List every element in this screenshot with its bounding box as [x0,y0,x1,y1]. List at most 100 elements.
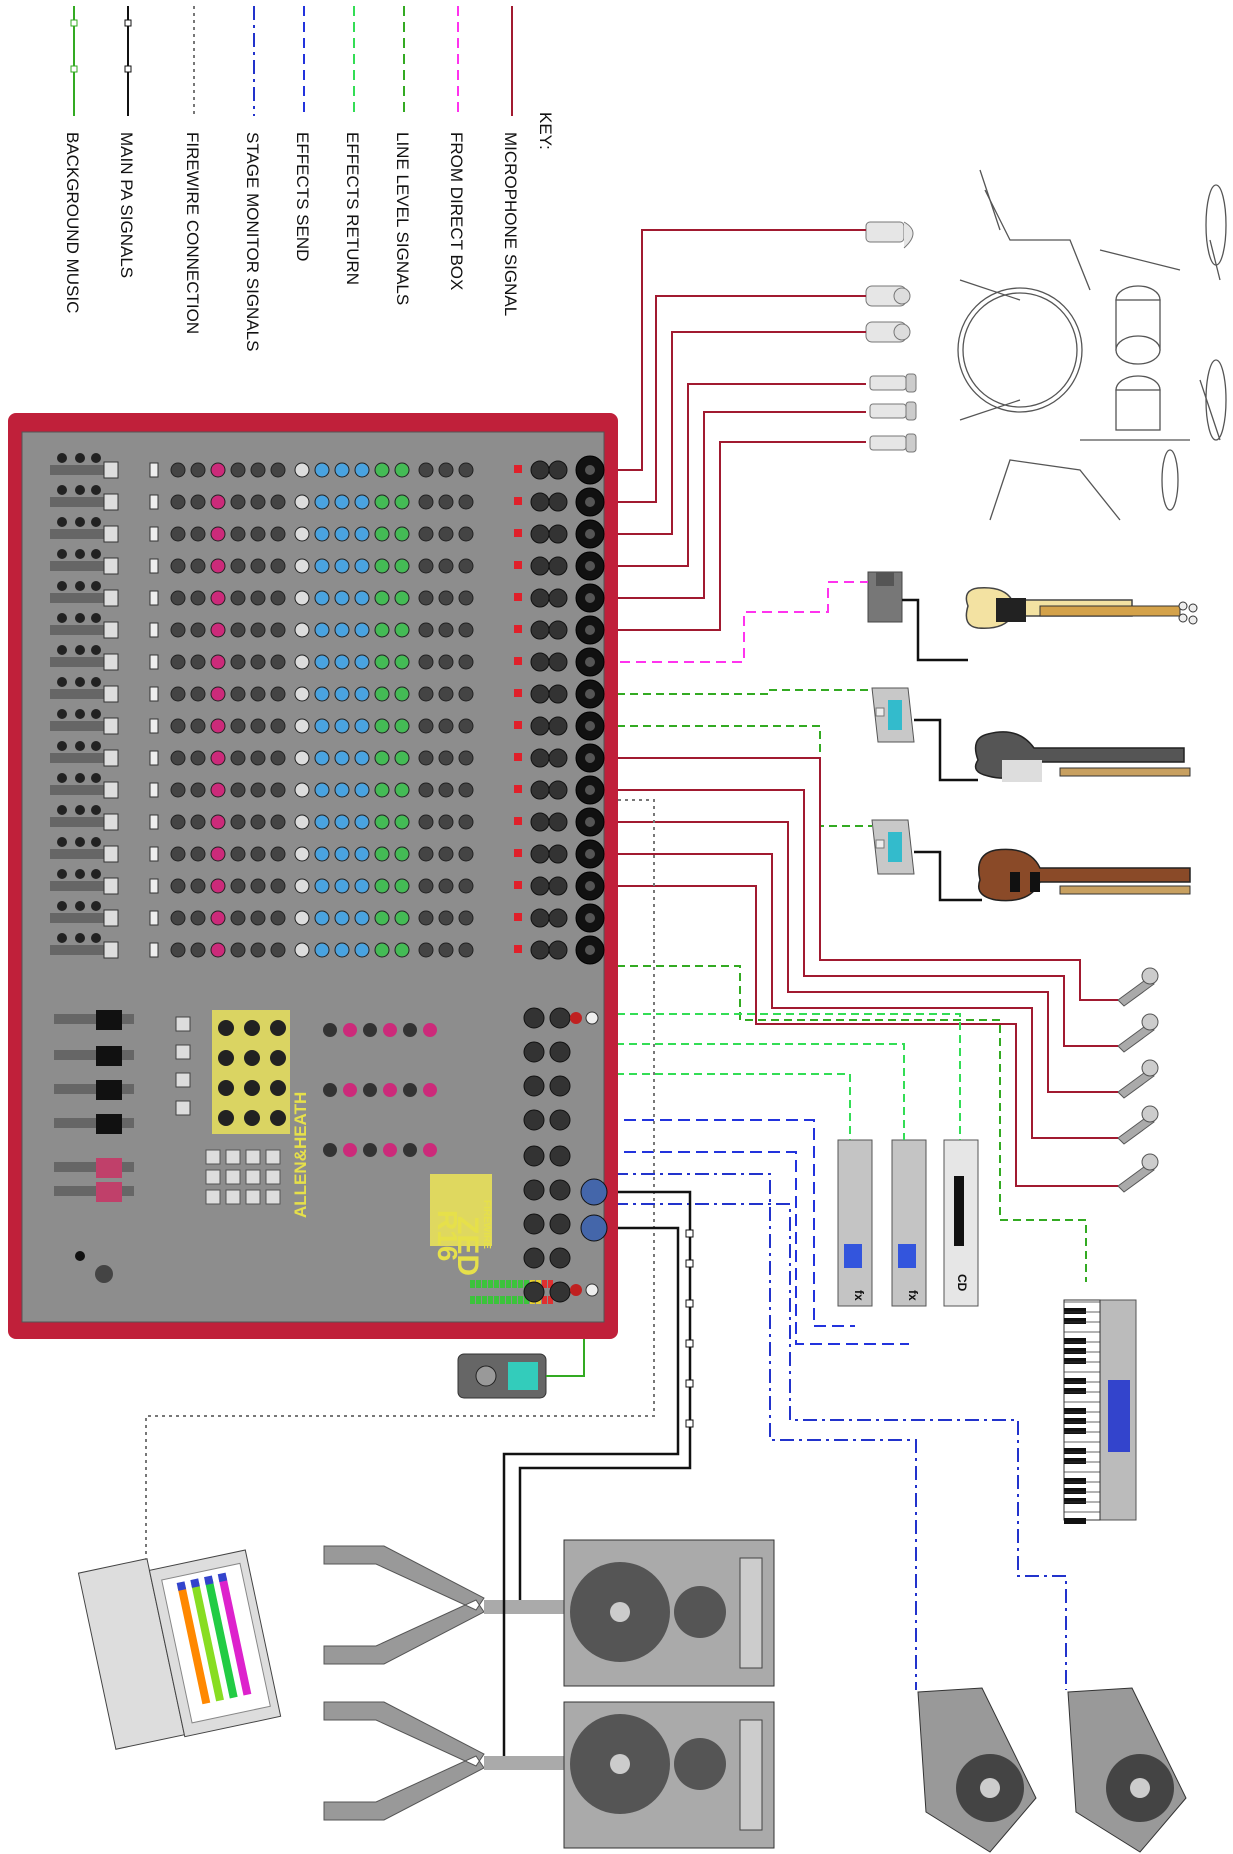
channel-knob[interactable] [459,655,473,669]
channel-knob[interactable] [231,911,245,925]
channel-knob[interactable] [231,783,245,797]
aux-knob[interactable] [323,1023,337,1037]
channel-knob[interactable] [419,879,433,893]
main-output-xlr[interactable] [581,1179,607,1205]
channel-knob[interactable] [375,847,389,861]
channel-button[interactable] [91,805,101,815]
mute-button[interactable] [150,751,158,765]
channel-knob[interactable] [231,527,245,541]
usb-port[interactable] [95,1265,113,1283]
channel-knob[interactable] [355,623,369,637]
line-input-jack[interactable] [531,589,549,607]
channel-knob[interactable] [251,463,265,477]
channel-button[interactable] [57,933,67,943]
channel-knob[interactable] [335,783,349,797]
mute-button[interactable] [150,911,158,925]
channel-knob[interactable] [271,495,285,509]
channel-knob[interactable] [315,911,329,925]
channel-knob[interactable] [355,879,369,893]
aux-knob[interactable] [383,1083,397,1097]
channel-knob[interactable] [375,495,389,509]
channel-knob[interactable] [231,623,245,637]
channel-knob[interactable] [459,527,473,541]
channel-fader[interactable] [104,494,118,510]
channel-fader[interactable] [104,462,118,478]
channel-knob[interactable] [295,783,309,797]
transport-button[interactable] [246,1150,260,1164]
channel-knob[interactable] [395,591,409,605]
aux-knob[interactable] [403,1023,417,1037]
channel-knob[interactable] [439,943,453,957]
channel-button[interactable] [75,517,85,527]
channel-knob[interactable] [439,783,453,797]
channel-knob[interactable] [375,783,389,797]
channel-knob[interactable] [295,847,309,861]
output-jack[interactable] [550,1042,570,1062]
rca-input[interactable] [586,1284,598,1296]
channel-knob[interactable] [295,687,309,701]
master-knob[interactable] [244,1110,260,1126]
channel-knob[interactable] [231,655,245,669]
channel-knob[interactable] [171,911,185,925]
channel-knob[interactable] [395,495,409,509]
channel-knob[interactable] [419,719,433,733]
rca-input[interactable] [570,1284,582,1296]
channel-knob[interactable] [271,847,285,861]
channel-knob[interactable] [315,719,329,733]
channel-knob[interactable] [459,623,473,637]
insert-jack[interactable] [549,845,567,863]
insert-jack[interactable] [549,525,567,543]
headphone-jack[interactable] [75,1251,85,1261]
output-jack[interactable] [550,1008,570,1028]
channel-button[interactable] [91,581,101,591]
master-knob[interactable] [218,1050,234,1066]
channel-knob[interactable] [191,591,205,605]
channel-knob[interactable] [271,815,285,829]
transport-button[interactable] [266,1170,280,1184]
channel-knob[interactable] [271,943,285,957]
control-button[interactable] [176,1073,190,1087]
channel-knob[interactable] [251,687,265,701]
channel-fader[interactable] [104,558,118,574]
channel-knob[interactable] [295,911,309,925]
master-knob[interactable] [218,1080,234,1096]
channel-knob[interactable] [355,847,369,861]
channel-knob[interactable] [191,879,205,893]
channel-knob[interactable] [459,879,473,893]
channel-knob[interactable] [375,559,389,573]
channel-knob[interactable] [295,527,309,541]
channel-button[interactable] [91,453,101,463]
channel-button[interactable] [75,549,85,559]
channel-button[interactable] [75,709,85,719]
channel-knob[interactable] [295,591,309,605]
channel-knob[interactable] [191,655,205,669]
channel-knob[interactable] [335,527,349,541]
channel-knob[interactable] [271,463,285,477]
channel-button[interactable] [91,517,101,527]
channel-knob[interactable] [375,751,389,765]
channel-knob[interactable] [419,751,433,765]
channel-knob[interactable] [171,751,185,765]
channel-knob[interactable] [231,687,245,701]
line-input-jack[interactable] [531,813,549,831]
channel-knob[interactable] [335,655,349,669]
channel-knob[interactable] [211,591,225,605]
channel-knob[interactable] [355,943,369,957]
transport-button[interactable] [206,1170,220,1184]
channel-knob[interactable] [231,495,245,509]
channel-knob[interactable] [315,879,329,893]
channel-knob[interactable] [439,463,453,477]
master-knob[interactable] [218,1110,234,1126]
mute-button[interactable] [150,783,158,797]
channel-knob[interactable] [395,559,409,573]
channel-knob[interactable] [191,911,205,925]
channel-fader[interactable] [104,686,118,702]
channel-knob[interactable] [191,719,205,733]
channel-knob[interactable] [335,687,349,701]
master-knob[interactable] [244,1020,260,1036]
channel-knob[interactable] [375,943,389,957]
channel-knob[interactable] [355,591,369,605]
channel-knob[interactable] [315,463,329,477]
channel-fader[interactable] [104,782,118,798]
channel-knob[interactable] [191,623,205,637]
